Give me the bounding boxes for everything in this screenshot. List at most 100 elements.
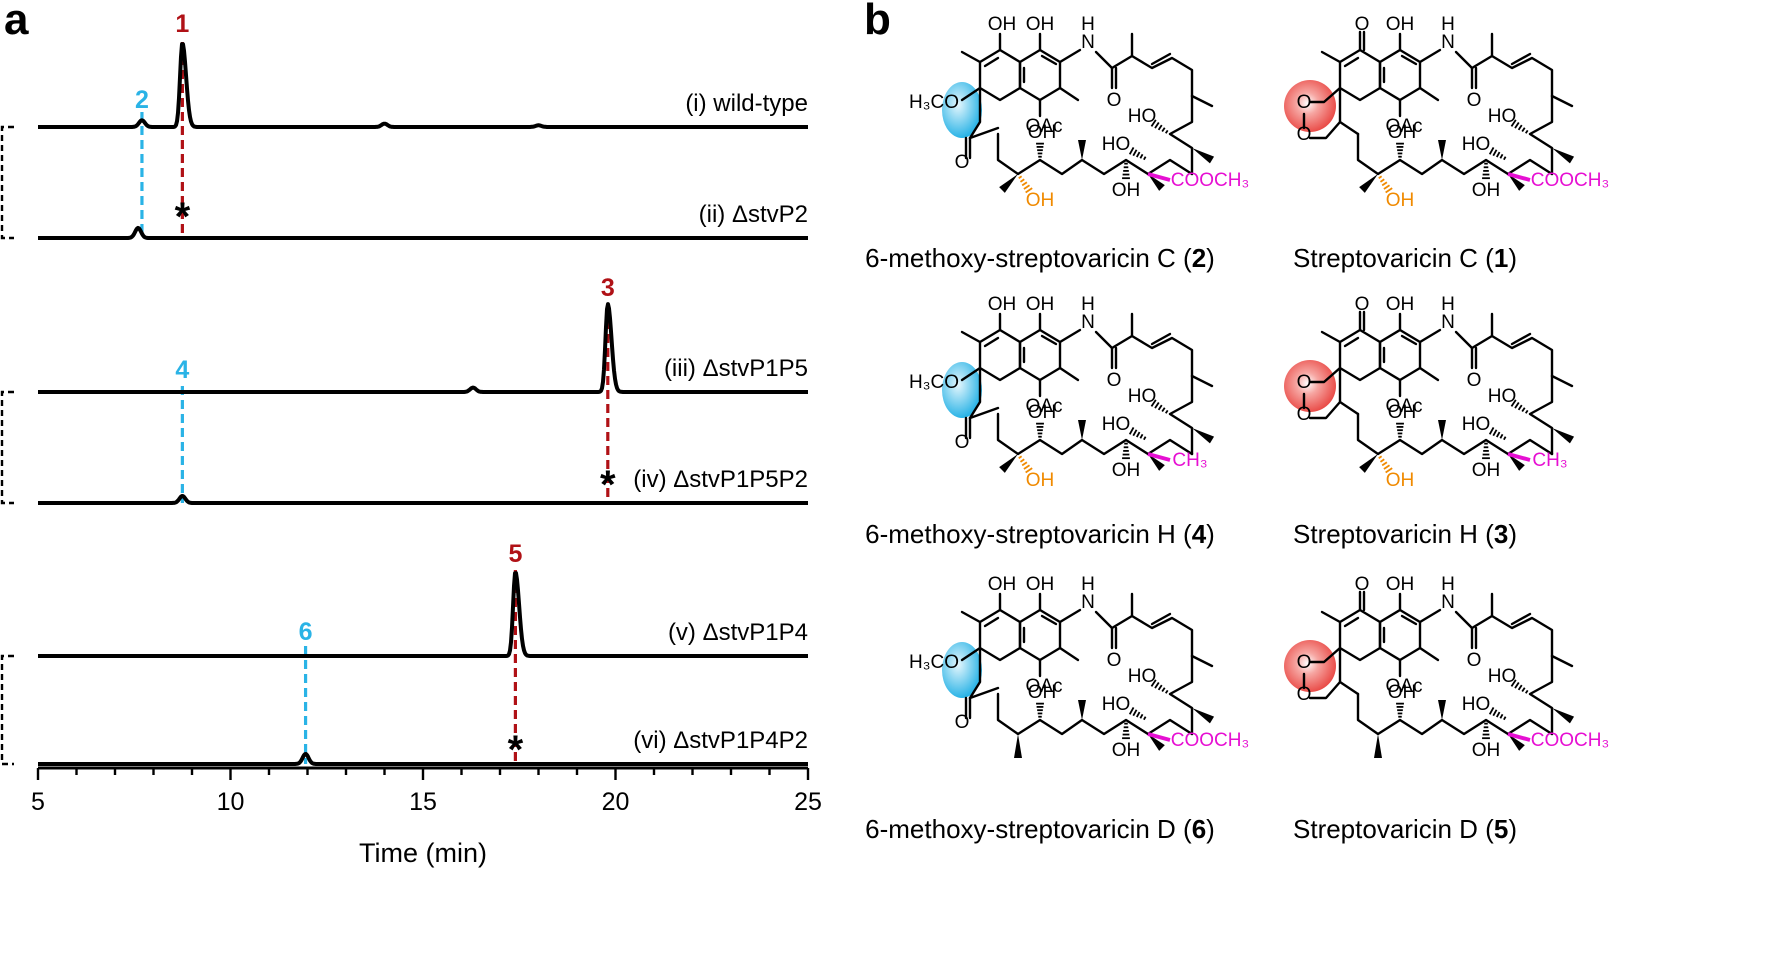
acetoxy-label: OAc [1386,396,1423,417]
bond [1400,334,1418,346]
oxygen-label: O [1297,404,1312,425]
hydroxyl-label-highlight: OH [1026,470,1055,491]
hash-bond [1521,127,1526,133]
hash-bond [1503,156,1507,161]
bond [1320,50,1342,64]
carbonyl-oxygen-label: O [1107,90,1122,111]
bond [1510,612,1532,626]
wedge-bond [1148,734,1165,751]
wedge-bond [1508,734,1525,751]
bond [1308,86,1342,140]
ester-label-highlight: COOCH₃ [1171,730,1249,751]
bond [1308,366,1342,420]
hydrogen-label: H [1441,14,1455,35]
hash-bond [1154,681,1160,689]
hash-bond [1510,399,1517,407]
pair-bracket [0,390,14,505]
wedge-bond [1192,708,1215,724]
chromatogram-panel: a 1*23*45*6 (i) wild-type(ii) ΔstvP2(iii… [0,0,822,868]
hydrogen-label: H [1441,574,1455,595]
hash-bond [1143,716,1147,721]
bond [1378,328,1422,382]
hash-bond [1132,709,1138,717]
compound-caption: Streptovaricin D (5) [1293,814,1517,844]
compound-caption: Streptovaricin C (1) [1293,243,1517,273]
hash-bond [1143,436,1147,441]
hash-bond [1165,409,1169,414]
wedge-bond [999,454,1018,473]
x-axis-title: Time (min) [359,838,487,868]
bond [1418,366,1440,382]
hydroxyl-label: OH [988,294,1017,315]
bond [960,610,982,624]
carbonyl-oxygen-label: O [1467,370,1482,391]
bond [1338,680,1360,696]
bond [1168,94,1194,176]
bond [960,366,982,382]
hydroxyl-label-highlight: OH [1386,190,1415,211]
hydroxyl-label: OH [1112,460,1141,481]
bond [1308,646,1342,664]
hash-bond [1023,184,1031,190]
bond [1378,608,1422,662]
hydroxyl-label: HO [1128,666,1157,687]
pair-bracket [0,125,14,240]
hash-bond [1499,433,1504,439]
wedge-bond [1508,454,1525,471]
hash-bond [1157,124,1163,131]
wedge-bond [1359,174,1378,193]
acetoxy-label: OAc [1026,396,1063,417]
compound-caption: 6-methoxy-streptovaricin C (2) [865,243,1215,273]
hash-bond [1139,713,1144,719]
bond [1510,52,1532,66]
hash-bond [1378,455,1383,459]
carbonyl-oxygen-label: O [1467,90,1482,111]
bond [1058,608,1082,624]
hash-bond [1383,464,1391,470]
pair-bracket [0,654,14,766]
bond [978,48,1022,102]
bond [1470,54,1554,98]
highlight-methoxy [942,82,982,138]
wedge-bond [999,174,1018,193]
wedge-bond [1078,140,1086,160]
wedge-bond [1078,700,1086,720]
hydroxyl-label: HO [1102,694,1131,715]
hydroxyl-label: OH [1388,122,1417,143]
trace-label: (iii) ΔstvP1P5 [664,355,808,382]
hydroxyl-label: HO [1488,386,1517,407]
trace-line [37,752,809,766]
ester-bond-highlight [1147,732,1171,742]
wedge-bond [1552,708,1575,724]
bond [1040,54,1058,66]
methyl-bond-highlight [1147,452,1171,462]
hash-bond [1525,689,1529,694]
bond [1320,610,1342,624]
hydroxyl-label: OH [1386,14,1415,35]
highlight-dioxane-ring [1284,80,1336,132]
bond [1528,654,1554,736]
trace-line [37,302,809,394]
hydroxyl-label: OH [988,574,1017,595]
marker-number: 2 [135,86,149,114]
hash-bond [1492,149,1498,157]
wedge-bond [1438,700,1446,720]
wedge-bond [1078,420,1086,440]
hydroxyl-label: OH [1472,460,1501,481]
wedge-bond [1014,734,1022,758]
bond [1378,48,1422,102]
hydroxyl-label: OH [1112,740,1141,761]
bond [968,646,982,700]
hash-bond [1136,711,1141,718]
hash-bond [1018,175,1023,179]
wedge-bond [1508,174,1525,191]
bond [1018,608,1062,662]
nitrogen-label: N [1081,592,1095,613]
wedge-bond [1438,140,1446,160]
bond [978,328,1022,382]
hash-bond [1165,689,1169,694]
ester-label-highlight: COOCH₃ [1531,170,1609,191]
hydroxyl-label: OH [1388,682,1417,703]
oxygen-label: O [1297,92,1312,113]
hash-bond [1381,181,1388,187]
